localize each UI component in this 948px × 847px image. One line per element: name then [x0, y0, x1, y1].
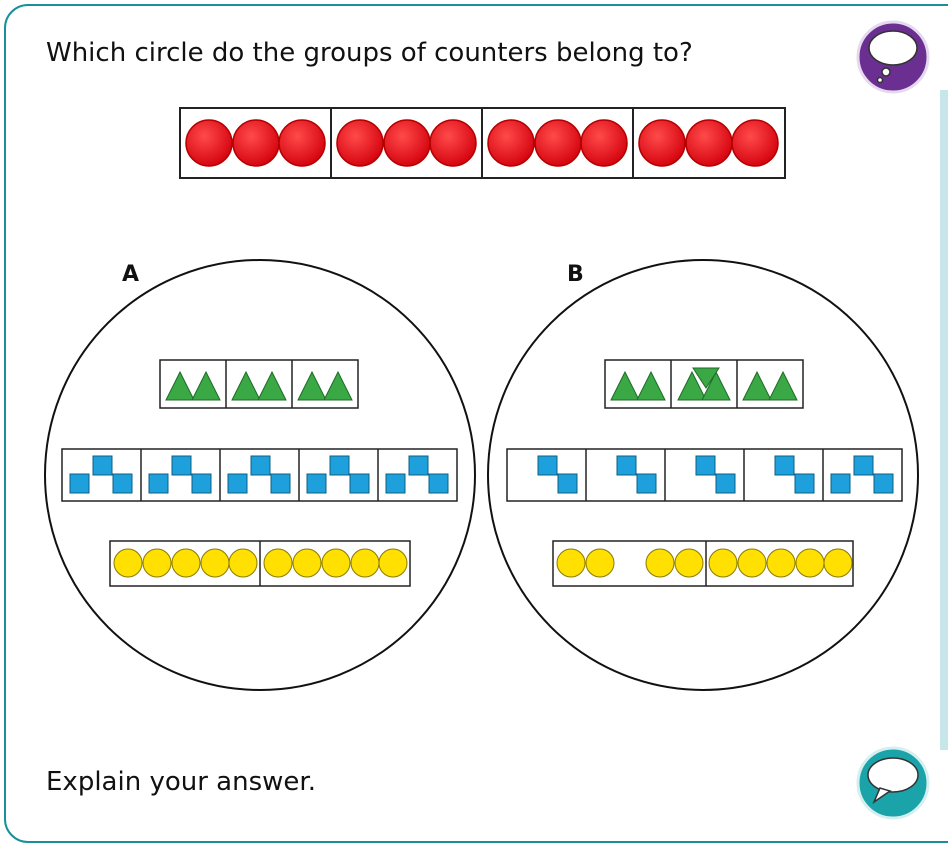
red-counter — [580, 119, 628, 167]
circle-a-square-row — [61, 448, 458, 502]
question-text: Which circle do the groups of counters b… — [46, 38, 693, 68]
blue-square — [794, 473, 815, 494]
yellow-counter — [321, 548, 351, 578]
blue-square — [557, 473, 578, 494]
red-counter — [487, 119, 535, 167]
circle-b-triangle-row — [604, 359, 804, 409]
blue-square — [873, 473, 894, 494]
circle-a — [44, 259, 476, 691]
yellow-counter — [378, 548, 408, 578]
yellow-counter — [766, 548, 796, 578]
target-strip — [179, 107, 786, 179]
circle-b — [487, 259, 919, 691]
speech-bubble-icon — [856, 746, 930, 820]
blue-square — [171, 455, 192, 476]
red-counter — [336, 119, 384, 167]
circle-b-square-row — [506, 448, 903, 502]
blue-square — [774, 455, 795, 476]
green-triangle — [297, 370, 327, 401]
blue-square — [191, 473, 212, 494]
blue-square — [349, 473, 370, 494]
blue-square — [112, 473, 133, 494]
yellow-counter — [292, 548, 322, 578]
blue-square — [306, 473, 327, 494]
yellow-counter — [795, 548, 825, 578]
red-counter — [638, 119, 686, 167]
side-strip — [940, 90, 948, 750]
yellow-counter — [263, 548, 293, 578]
yellow-counter — [737, 548, 767, 578]
yellow-counter — [113, 548, 143, 578]
red-counter — [278, 119, 326, 167]
green-triangle — [677, 370, 707, 401]
yellow-counter — [350, 548, 380, 578]
yellow-counter — [228, 548, 258, 578]
blue-square — [329, 455, 350, 476]
blue-square — [92, 455, 113, 476]
red-counter — [685, 119, 733, 167]
blue-square — [428, 473, 449, 494]
yellow-counter — [585, 548, 615, 578]
green-triangle — [636, 370, 666, 401]
yellow-counter — [200, 548, 230, 578]
circle-label-b: B — [567, 262, 584, 287]
yellow-counter — [708, 548, 738, 578]
yellow-counter — [645, 548, 675, 578]
yellow-counter — [142, 548, 172, 578]
green-triangle — [191, 370, 221, 401]
green-triangle — [692, 367, 720, 389]
blue-square — [830, 473, 851, 494]
green-triangle — [742, 370, 772, 401]
blue-square — [616, 455, 637, 476]
blue-square — [695, 455, 716, 476]
green-triangle — [768, 370, 798, 401]
blue-square — [270, 473, 291, 494]
red-counter — [383, 119, 431, 167]
explain-prompt: Explain your answer. — [46, 767, 316, 797]
red-counter — [534, 119, 582, 167]
circle-a-triangle-row — [159, 359, 359, 409]
green-triangle — [231, 370, 261, 401]
circle-a-circle-row — [109, 540, 411, 587]
blue-square — [148, 473, 169, 494]
blue-square — [227, 473, 248, 494]
green-triangle — [165, 370, 195, 401]
green-triangle — [701, 370, 731, 401]
blue-square — [385, 473, 406, 494]
green-triangle — [323, 370, 353, 401]
blue-square — [853, 455, 874, 476]
blue-square — [636, 473, 657, 494]
circle-label-a: A — [122, 262, 140, 287]
blue-square — [715, 473, 736, 494]
yellow-counter — [674, 548, 704, 578]
circle-b-circle-row — [552, 540, 854, 587]
yellow-counter — [823, 548, 853, 578]
blue-square — [408, 455, 429, 476]
green-triangle — [610, 370, 640, 401]
red-counter — [429, 119, 477, 167]
blue-square — [69, 473, 90, 494]
green-triangle — [257, 370, 287, 401]
yellow-counter — [556, 548, 586, 578]
blue-square — [250, 455, 271, 476]
red-counter — [731, 119, 779, 167]
thought-bubble-icon — [856, 20, 930, 94]
blue-square — [537, 455, 558, 476]
red-counter — [232, 119, 280, 167]
yellow-counter — [171, 548, 201, 578]
red-counter — [185, 119, 233, 167]
